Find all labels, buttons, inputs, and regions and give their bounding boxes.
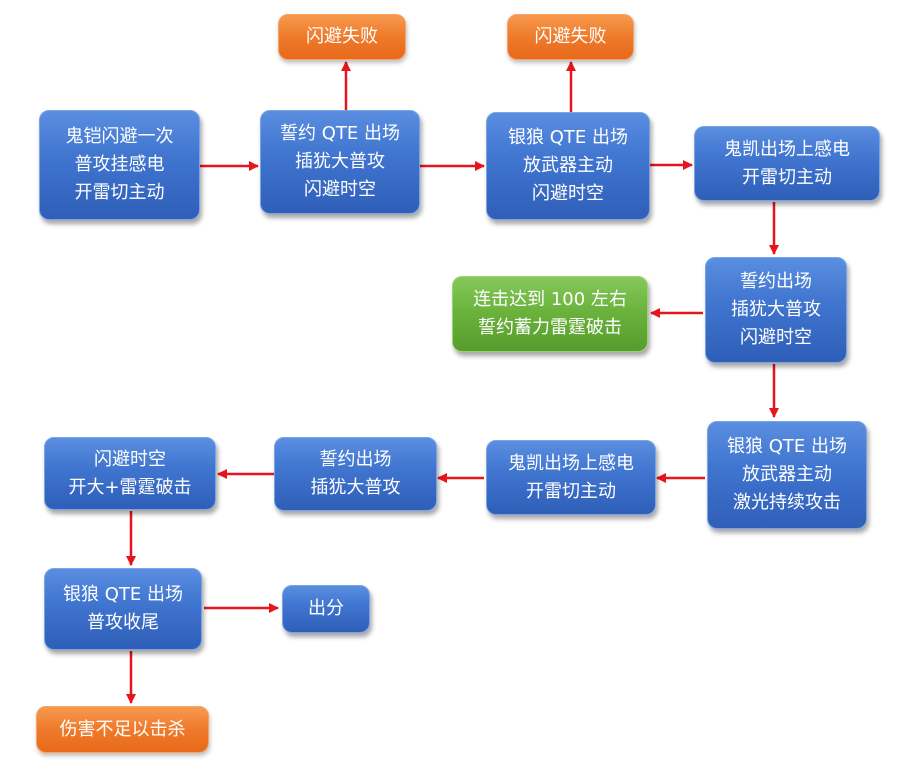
flow-step-7: 银狼 QTE 出场 放武器主动 激光持续攻击 [707,421,867,529]
step-7-line-3: 激光持续攻击 [733,492,841,513]
step-4-line-1: 鬼凯出场上感电 [724,138,850,160]
step-8-line-2: 开雷切主动 [526,480,616,502]
step-8-line-1: 鬼凯出场上感电 [508,452,634,474]
step-7-line-1: 银狼 QTE 出场 [727,436,847,457]
step-10-line-1: 闪避时空 [94,448,166,470]
score-label: 出分 [308,598,344,619]
combo-line-1: 连击达到 100 左右 [473,289,627,310]
step-1-line-2: 普攻挂感电 [74,154,165,175]
step-2-line-2: 插犹大普攻 [295,151,385,172]
dodge-fail-2-label: 闪避失败 [534,26,607,47]
flow-step-11: 银狼 QTE 出场 普攻收尾 [44,568,202,650]
step-9-line-2: 插犹大普攻 [310,477,401,498]
step-5-line-2: 插犹大普攻 [731,299,821,320]
step-11-line-1: 银狼 QTE 出场 [63,584,183,605]
insufficient-damage-box: 伤害不足以击杀 [36,706,209,753]
flow-step-10: 闪避时空 开大+雷霆破击 [44,437,216,510]
step-2-line-1: 誓约 QTE 出场 [280,123,400,144]
flow-step-2: 誓约 QTE 出场 插犹大普攻 闪避时空 [260,110,420,214]
step-10-line-2: 开大+雷霆破击 [68,476,192,498]
combo-line-2: 誓约蓄力雷霆破击 [478,317,622,338]
step-1-line-1: 鬼铠闪避一次 [65,126,174,147]
step-7-line-2: 放武器主动 [742,464,832,485]
step-5-line-1: 誓约出场 [740,271,812,292]
flow-step-3: 银狼 QTE 出场 放武器主动 闪避时空 [486,112,650,220]
flow-step-5: 誓约出场 插犹大普攻 闪避时空 [705,257,847,363]
dodge-fail-box-1: 闪避失败 [278,14,406,60]
step-5-line-3: 闪避时空 [740,327,812,348]
step-2-line-3: 闪避时空 [304,179,376,200]
step-11-line-2: 普攻收尾 [87,612,159,633]
step-3-line-3: 闪避时空 [532,183,604,204]
step-4-line-2: 开雷切主动 [742,166,832,188]
step-3-line-2: 放武器主动 [523,155,613,176]
combo-charge-box: 连击达到 100 左右 誓约蓄力雷霆破击 [452,276,648,352]
step-9-line-1: 誓约出场 [319,449,392,470]
dodge-fail-box-2: 闪避失败 [507,14,634,60]
score-box: 出分 [282,585,370,633]
flow-step-1: 鬼铠闪避一次 普攻挂感电 开雷切主动 [39,110,200,220]
flow-step-9: 誓约出场 插犹大普攻 [274,437,437,511]
flow-step-8: 鬼凯出场上感电 开雷切主动 [486,440,656,515]
dodge-fail-1-label: 闪避失败 [306,26,378,47]
step-1-line-3: 开雷切主动 [74,182,165,203]
insufficient-damage-label: 伤害不足以击杀 [59,718,186,740]
step-3-line-1: 银狼 QTE 出场 [508,127,628,148]
flow-step-4: 鬼凯出场上感电 开雷切主动 [694,126,880,201]
